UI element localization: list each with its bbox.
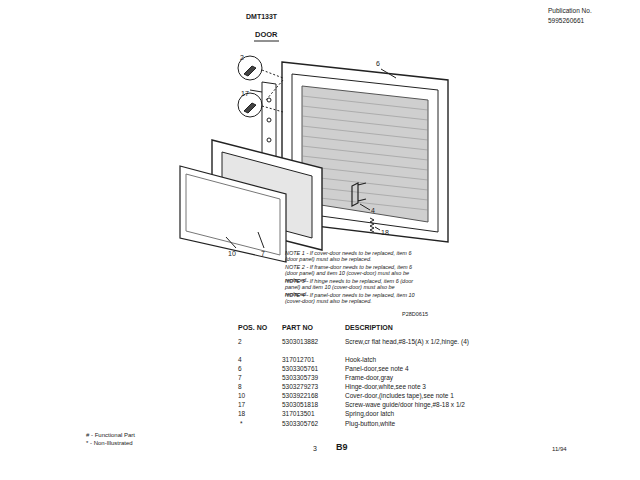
callout-number: 18 — [381, 229, 389, 237]
cover-door — [180, 166, 286, 262]
callout-number: 10 — [228, 250, 236, 258]
column-header: POS. NO — [238, 324, 267, 332]
part-number: 5303279273 — [282, 383, 318, 390]
publication-label: Publication No. — [548, 7, 592, 14]
part-description: Spring,door latch — [345, 410, 394, 417]
position-number: 4 — [238, 356, 242, 363]
position-number: 7 — [238, 374, 242, 381]
part-description: Hook-latch — [345, 356, 376, 363]
callout-number: 4 — [371, 207, 375, 215]
part-number: 5303922168 — [282, 392, 318, 399]
page-number: 3 — [313, 445, 317, 453]
part-description: Panel-door,see note 4 — [345, 365, 409, 372]
position-number: 17 — [238, 401, 245, 408]
part-number: 317013501 — [282, 410, 315, 417]
hook-latch — [352, 183, 366, 206]
position-number: 10 — [238, 392, 245, 399]
part-description: Plug-button,white — [345, 420, 395, 427]
part-description: Cover-door,(includes tape),see note 1 — [345, 392, 454, 399]
note: NOTE 1 - If cover-door needs to be repla… — [285, 250, 415, 263]
position-number: 6 — [238, 365, 242, 372]
part-number: 317012701 — [282, 356, 315, 363]
publication-number: 5995260661 — [548, 17, 584, 24]
legend-note: * - Non-Illustrated — [86, 440, 133, 447]
part-description: Hinge-door,white,see note 3 — [345, 383, 426, 390]
callout-number: 17 — [241, 90, 249, 98]
position-number: * — [240, 420, 243, 427]
column-header: PART NO — [282, 324, 313, 332]
position-number: 18 — [238, 410, 245, 417]
part-description: Screw,cr flat head,#8-15(A) x 1/2,hinge.… — [345, 338, 485, 345]
part-number: 5303305739 — [282, 374, 318, 381]
spring — [370, 218, 374, 232]
part-description: Frame-door,gray — [345, 374, 393, 381]
part-number: 5303013882 — [282, 338, 318, 345]
part-number: 5303305761 — [282, 365, 318, 372]
position-number: 2 — [238, 338, 242, 345]
callout-number: 2 — [240, 54, 244, 62]
note: NOTE 4 - If panel-door needs to be repla… — [285, 292, 415, 305]
legend-note: # - Functional Part — [86, 432, 135, 439]
callout-number: 7 — [261, 250, 265, 258]
model-number: DMT133T — [246, 13, 277, 21]
section-code: B9 — [336, 442, 348, 452]
column-header: DESCRIPTION — [345, 324, 393, 332]
part-description: Screw-wave guide/door hinge,#8-18 x 1/2 — [345, 401, 465, 408]
section-title: DOOR — [255, 31, 278, 40]
part-number: 5303051818 — [282, 401, 318, 408]
figure-code: P28D0615 — [402, 311, 428, 317]
callout-number: 6 — [376, 60, 380, 68]
position-number: 8 — [238, 383, 242, 390]
part-number: 5303305762 — [282, 420, 318, 427]
date-code: 11/94 — [552, 446, 567, 453]
